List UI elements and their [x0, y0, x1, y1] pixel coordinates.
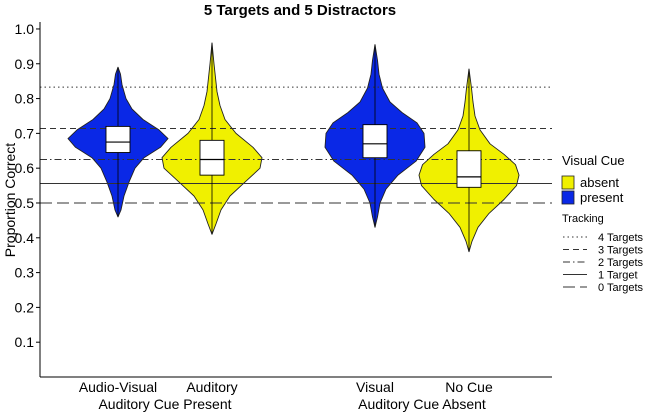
legend-label-present: present: [580, 190, 624, 205]
y-tick-label: 0.2: [15, 299, 35, 315]
box: [105, 125, 131, 153]
y-tick-label: 0.6: [15, 160, 35, 176]
x-group-label: Auditory Cue Present: [98, 396, 231, 412]
y-ticks: 0.1 0.2 0.3 0.4 0.5 0.6 0.7 0.8 0.9 1.0: [15, 21, 40, 350]
y-tick-label: 0.8: [15, 91, 35, 107]
y-tick-label: 0.7: [15, 125, 35, 141]
x-category-label: Auditory: [186, 379, 237, 395]
x-category-label: Audio-Visual: [79, 379, 157, 395]
legend-line-label: 2 Targets: [598, 257, 644, 269]
legend-swatch-present: [561, 190, 575, 205]
y-axis-label: Proportion Correct: [2, 143, 18, 257]
x-category-label: No Cue: [445, 379, 493, 395]
legend-line-label: 0 Targets: [598, 282, 644, 294]
legend-fill-title: Visual Cue: [562, 153, 625, 168]
box: [456, 150, 482, 188]
box: [199, 139, 225, 176]
legend-line-label: 4 Targets: [598, 232, 644, 244]
y-tick-label: 1.0: [15, 21, 35, 37]
legend-swatch-absent: [561, 175, 575, 190]
x-category-label: Visual: [356, 379, 394, 395]
boxes: [105, 42, 482, 252]
y-tick-label: 0.5: [15, 195, 35, 211]
legend-line-label: 3 Targets: [598, 245, 644, 257]
box: [362, 124, 388, 159]
legend-line-label: 1 Target: [598, 270, 638, 282]
x-group-label: Auditory Cue Absent: [358, 396, 486, 412]
legend-label-absent: absent: [580, 175, 619, 190]
chart-title: 5 Targets and 5 Distractors: [204, 2, 396, 19]
violins: [67, 42, 520, 253]
y-tick-label: 0.9: [15, 56, 35, 72]
y-tick-label: 0.1: [15, 334, 35, 350]
y-tick-label: 0.4: [15, 230, 35, 246]
legend-lines-title: Tracking: [562, 213, 604, 225]
y-tick-label: 0.3: [15, 265, 35, 281]
